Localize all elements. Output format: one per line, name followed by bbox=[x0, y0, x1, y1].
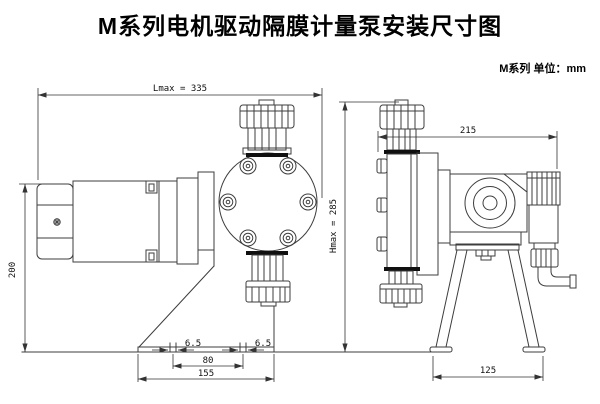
head-bolts bbox=[219, 157, 317, 247]
dim-lmax-label: Lmax = 335 bbox=[153, 84, 207, 94]
side-view bbox=[36, 99, 318, 353]
discharge-valve-side bbox=[239, 99, 295, 157]
front-view bbox=[376, 99, 577, 353]
dim-slot-right-label: 6.5 bbox=[255, 339, 271, 349]
dim-slot-spacing-label: 80 bbox=[203, 356, 214, 366]
motor-body bbox=[72, 171, 215, 265]
power-cable bbox=[537, 266, 577, 289]
motor-fan-cover bbox=[36, 183, 74, 260]
dim-width-215-label: 215 bbox=[460, 126, 476, 136]
suction-valve-side bbox=[245, 251, 291, 307]
terminal-box bbox=[526, 171, 577, 289]
motor-front bbox=[449, 173, 528, 246]
dim-base-length-label: 155 bbox=[198, 369, 214, 379]
dimension-lines bbox=[19, 88, 558, 382]
drawing-title: M系列电机驱动隔膜计量泵安装尺寸图 bbox=[97, 13, 503, 39]
dim-height-200-label: 200 bbox=[8, 262, 18, 278]
discharge-valve-front bbox=[379, 99, 425, 154]
pump-head-side bbox=[218, 152, 318, 252]
mounting-bracket bbox=[137, 249, 275, 353]
dimension-labels: Lmax = 335 200 6.5 6.5 80 155 215 Hmax =… bbox=[8, 84, 496, 379]
suction-valve-front bbox=[379, 267, 423, 308]
dim-foot-span-label: 125 bbox=[480, 366, 496, 376]
pump-head-front bbox=[376, 152, 451, 276]
dim-hmax-label: Hmax = 285 bbox=[329, 199, 339, 253]
dim-slot-left-label: 6.5 bbox=[185, 339, 201, 349]
unit-note: M系列 单位：mm bbox=[499, 63, 586, 75]
stand bbox=[429, 243, 546, 353]
